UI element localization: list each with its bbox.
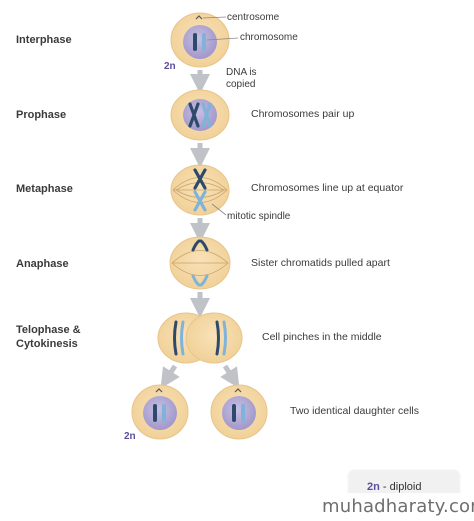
prophase-cell — [170, 89, 230, 141]
arrow-icon — [160, 364, 180, 389]
centrosome-icon — [195, 15, 203, 20]
metaphase-cell — [170, 164, 230, 216]
description-prophase: Chromosomes pair up — [251, 108, 355, 120]
phase-label-anaphase: Anaphase — [16, 258, 69, 270]
interphase-cell — [170, 12, 239, 68]
description-metaphase: Chromosomes line up at equator — [251, 182, 404, 194]
callout-dna-copied-1: DNA is — [226, 67, 257, 78]
phase-label-telophase: Telophase & — [16, 324, 81, 336]
ploidy-daughter: 2n — [124, 431, 136, 442]
description-telophase: Cell pinches in the middle — [262, 331, 382, 343]
callout-dna-copied-2: copied — [226, 79, 256, 90]
centrosome-icon — [155, 388, 163, 393]
phase-label-metaphase: Metaphase — [16, 183, 73, 195]
phase-label-cytokinesis: Cytokinesis — [16, 338, 78, 350]
chromosome-icon — [202, 33, 206, 51]
chromosome-icon — [232, 404, 236, 422]
legend-entry: 2n - diploid — [367, 481, 421, 493]
arrow-icon — [220, 364, 240, 389]
phase-label-interphase: Interphase — [16, 34, 72, 46]
callout-centrosome: centrosome — [227, 12, 280, 23]
chromosome-icon — [193, 33, 197, 51]
description-daughter-cells: Two identical daughter cells — [290, 405, 419, 417]
callout-mitotic-spindle: mitotic spindle — [227, 211, 291, 222]
telophase-cell — [157, 312, 243, 364]
phase-label-prophase: Prophase — [16, 109, 67, 121]
centrosome-icon — [234, 388, 242, 393]
chromosome-icon — [241, 404, 245, 422]
watermark-text: muhadharaty.com — [322, 496, 474, 517]
anaphase-cell — [169, 236, 231, 290]
daughter-cell-left — [131, 384, 189, 440]
chromosome-icon — [153, 404, 157, 422]
ploidy-parent: 2n — [164, 61, 176, 72]
legend-separator: - — [382, 481, 387, 493]
description-anaphase: Sister chromatids pulled apart — [251, 257, 390, 269]
chromosome-icon — [162, 404, 166, 422]
legend-meaning: diploid — [389, 481, 422, 493]
daughter-cell-right — [210, 384, 268, 440]
legend-symbol: 2n — [367, 481, 380, 493]
callout-chromosome: chromosome — [240, 32, 298, 43]
watermark: muhadharaty.com — [316, 493, 474, 521]
